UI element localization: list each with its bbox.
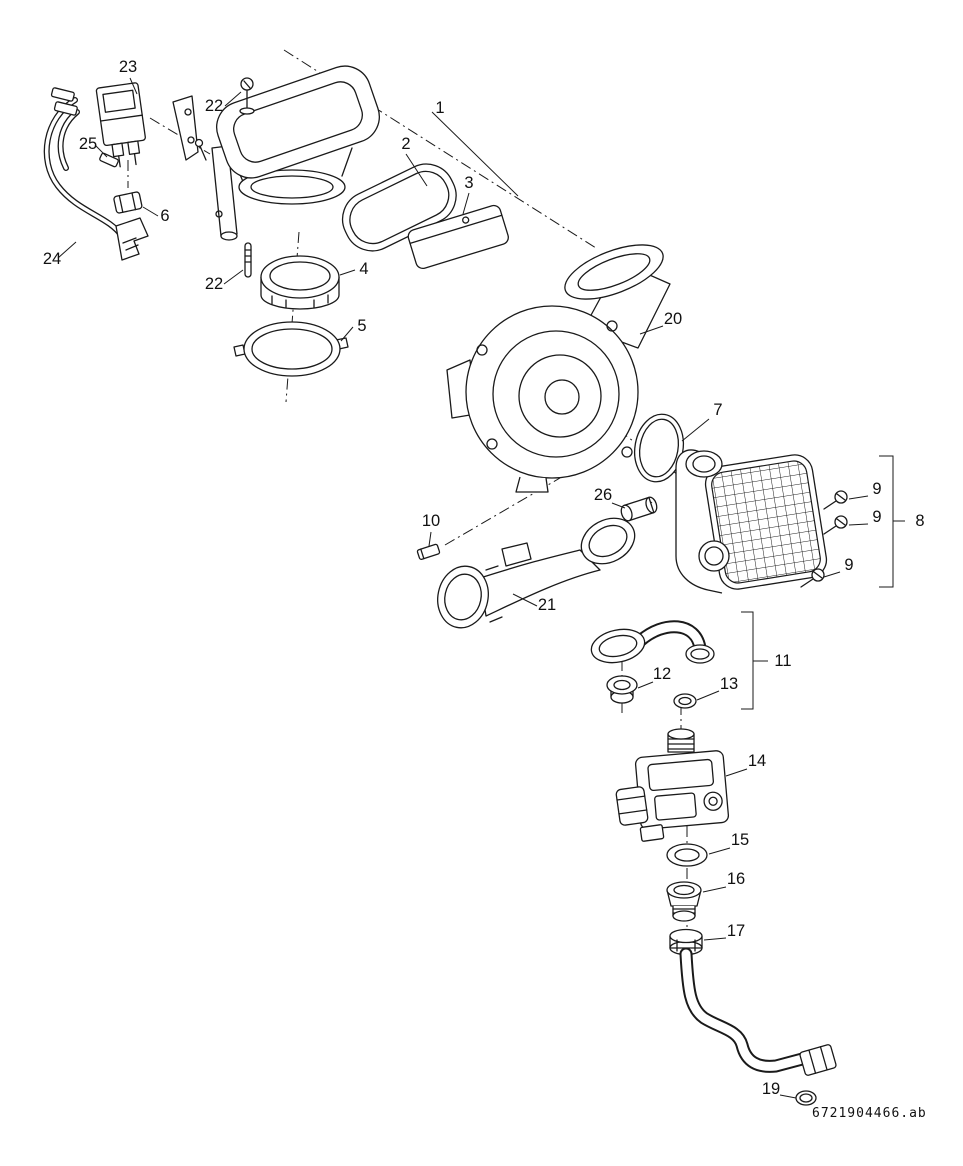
part-burner-gasket	[233, 321, 349, 377]
callout-17: 17	[727, 922, 745, 940]
callout-26: 26	[594, 486, 612, 504]
part-stud-bottom	[244, 242, 252, 278]
callout-22a: 22	[205, 97, 223, 115]
part-gasket-ring	[673, 693, 697, 709]
part-terminals	[50, 87, 119, 168]
part-gas-pipe-upper	[590, 620, 715, 664]
callout-3: 3	[464, 174, 473, 192]
callout-22b: 22	[205, 275, 223, 293]
part-venturi	[437, 517, 636, 629]
callout-24: 24	[43, 250, 61, 268]
callout-7: 7	[713, 401, 722, 419]
part-burner-door	[172, 65, 380, 241]
part-bolt-top	[239, 77, 255, 115]
callout-8: 8	[915, 512, 924, 530]
part-burner	[260, 255, 340, 310]
callout-2: 2	[401, 135, 410, 153]
part-union-nut	[669, 928, 703, 956]
callout-23: 23	[119, 58, 137, 76]
part-clip	[113, 191, 143, 214]
callout-6: 6	[160, 207, 169, 225]
callout-9b: 9	[872, 508, 881, 526]
callouts: 1 2 3 4 5 6 7 8 9 9 9 10 11 12 13 14 15 …	[43, 58, 925, 1098]
callout-19: 19	[762, 1080, 780, 1098]
part-washer	[666, 843, 708, 867]
callout-9a: 9	[872, 480, 881, 498]
part-ignition-unit	[95, 82, 146, 168]
callout-12: 12	[653, 665, 671, 683]
callout-9c: 9	[844, 556, 853, 574]
callout-15: 15	[731, 831, 749, 849]
callout-13: 13	[720, 675, 738, 693]
callout-4: 4	[359, 260, 368, 278]
callout-16: 16	[727, 870, 745, 888]
callout-21: 21	[538, 596, 556, 614]
bracket-8	[879, 455, 905, 588]
part-insulation	[407, 204, 509, 270]
part-gas-pipe-lower	[679, 947, 837, 1106]
part-gas-valve	[615, 728, 730, 842]
leader-lines	[57, 77, 869, 1099]
bracket-11	[741, 611, 768, 710]
callout-10: 10	[422, 512, 440, 530]
callout-5: 5	[357, 317, 366, 335]
part-screw-c	[800, 568, 825, 588]
callout-25: 25	[79, 135, 97, 153]
callout-20: 20	[664, 310, 682, 328]
callout-14: 14	[748, 752, 766, 770]
document-number: 6721904466.ab	[812, 1106, 927, 1121]
part-screw-a	[823, 490, 848, 510]
part-silencer	[620, 496, 658, 522]
part-heat-exchanger	[675, 449, 828, 594]
part-fan	[446, 244, 671, 493]
callout-11: 11	[774, 652, 791, 670]
part-adapter	[666, 881, 702, 922]
part-clamp	[416, 543, 441, 560]
part-screw-b	[823, 515, 848, 535]
part-grommet	[606, 675, 638, 704]
callout-1: 1	[435, 99, 444, 117]
part-cable	[43, 97, 149, 261]
